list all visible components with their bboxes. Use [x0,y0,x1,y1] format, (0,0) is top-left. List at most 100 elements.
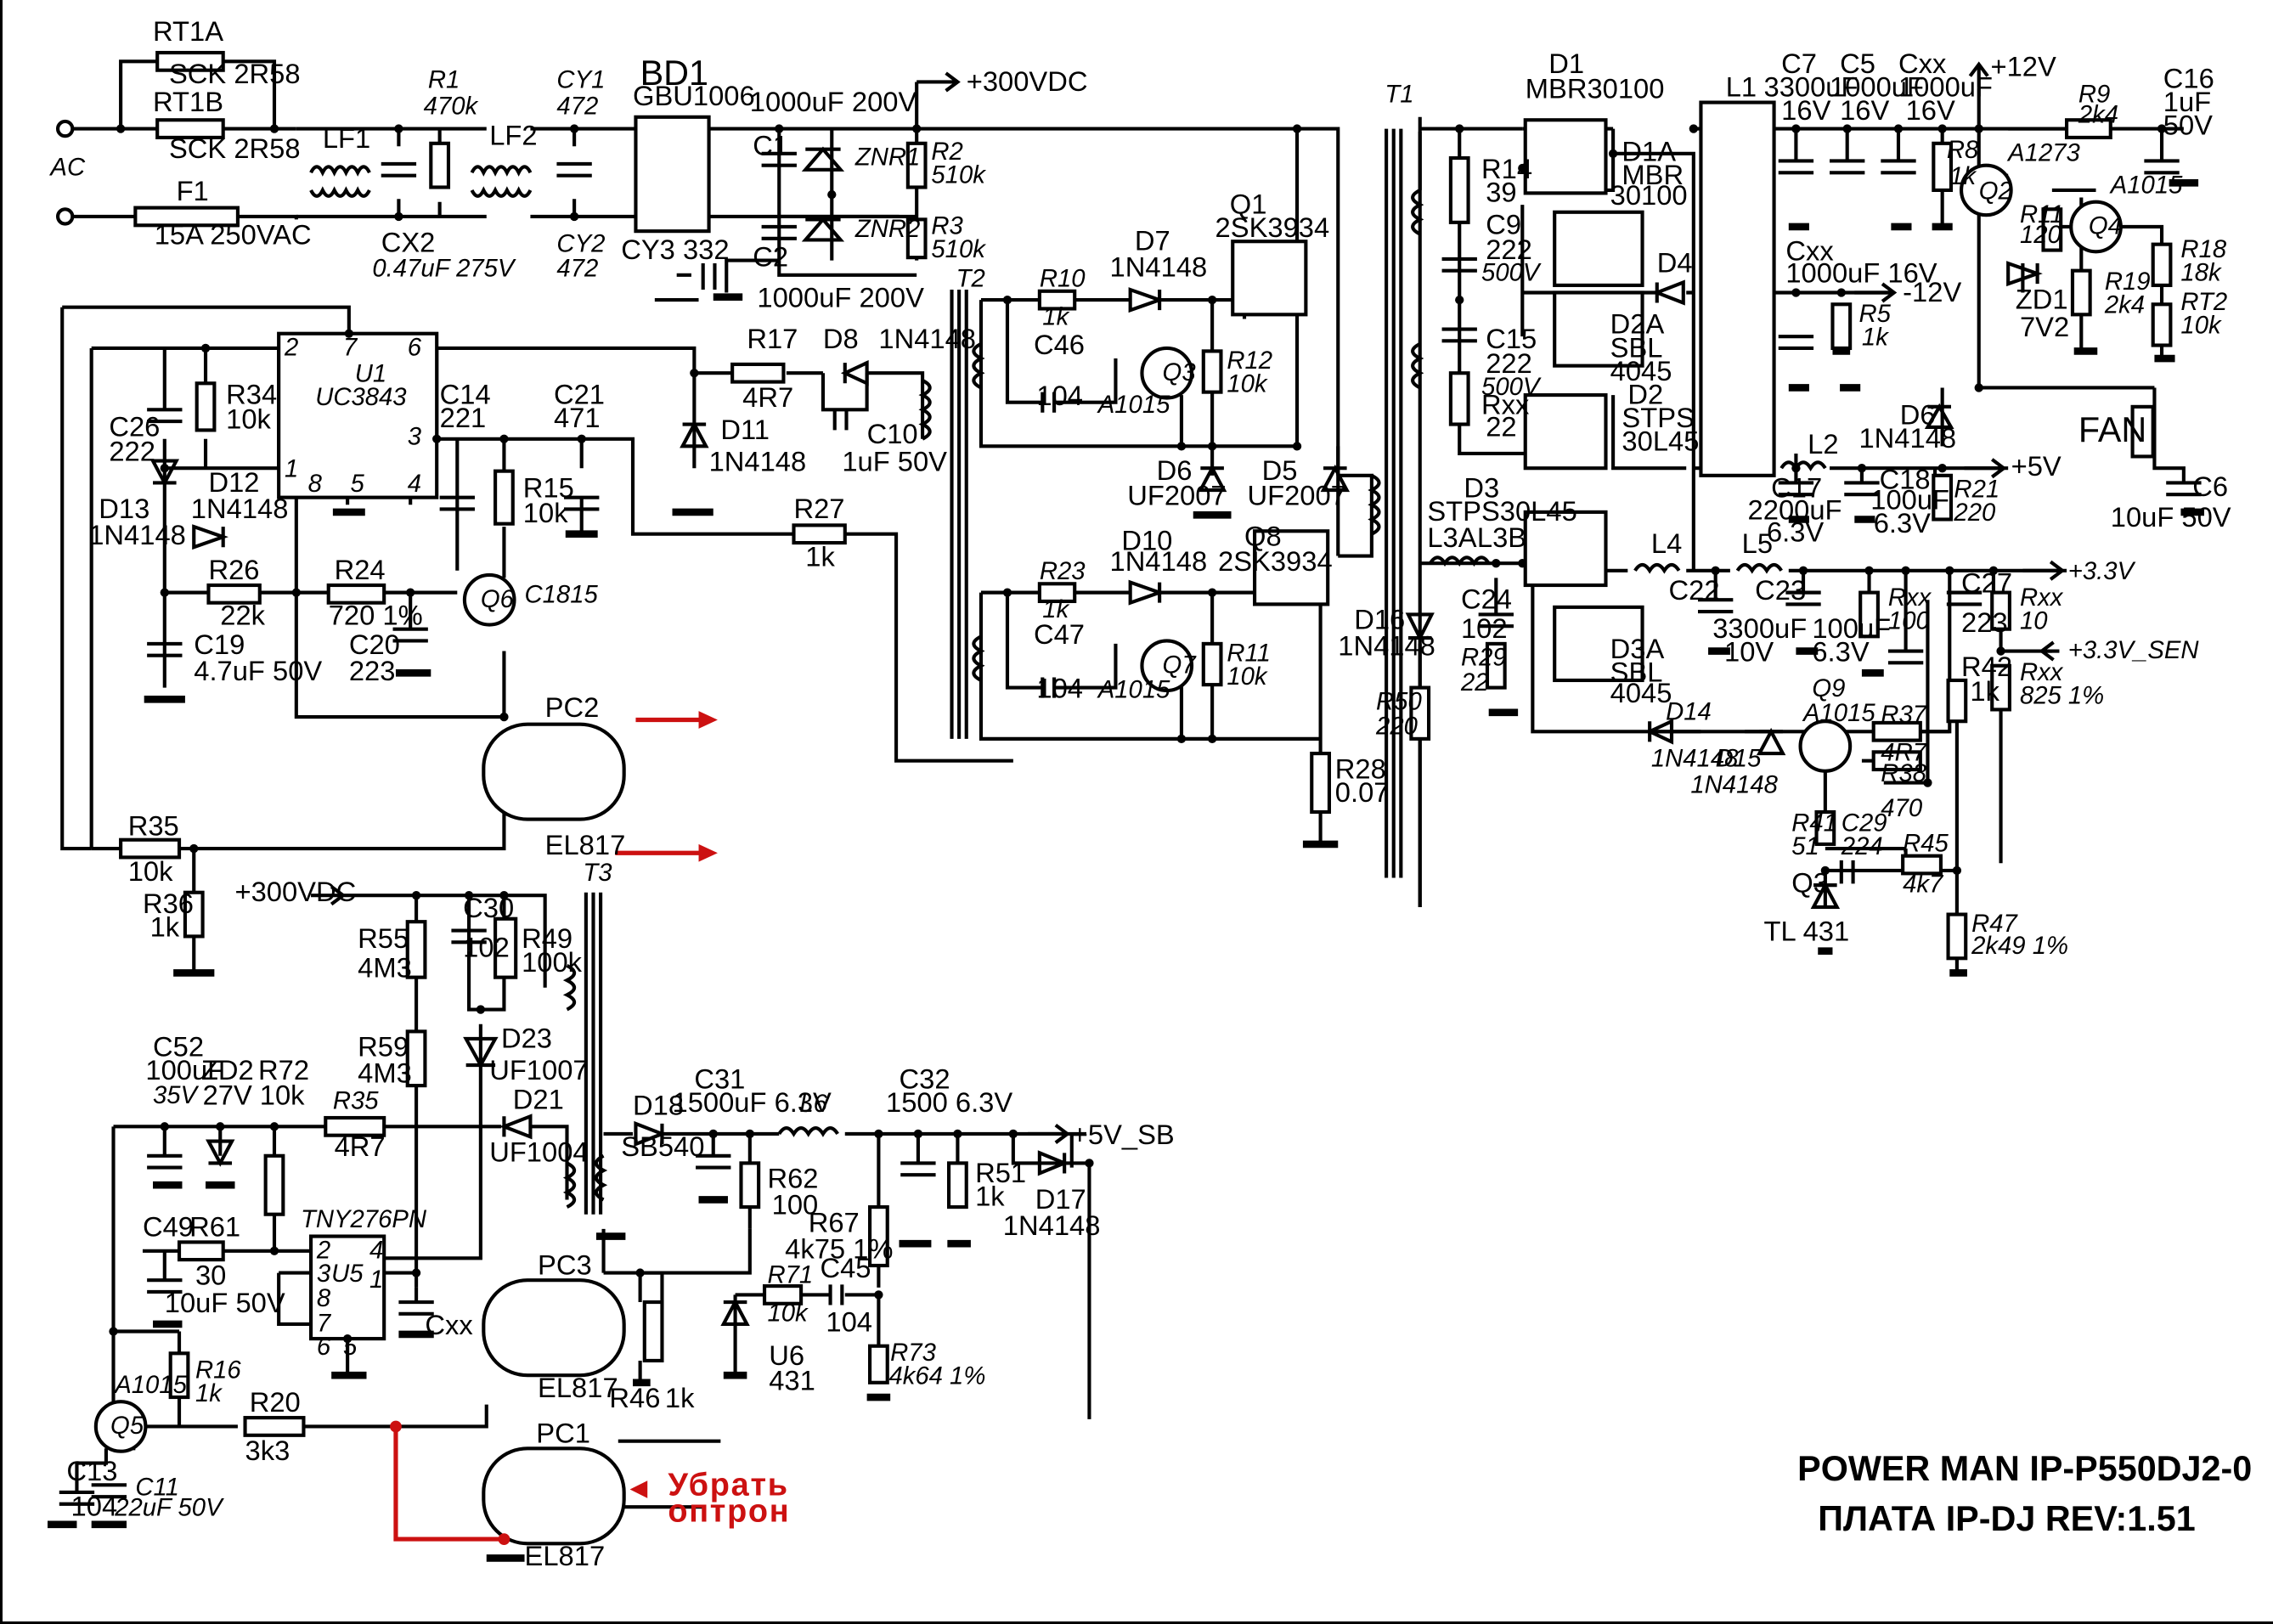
r50-label: R50 [1376,687,1422,715]
c14-value: 221 [440,402,487,433]
c7-label: C7 [1781,48,1817,79]
zd1-value: 7V2 [2020,311,2069,342]
lf2-label: LF2 [489,120,537,151]
c13-value: 104 [71,1491,118,1522]
rxx22-label: Rxx [1481,388,1530,420]
r2-value: 510k [931,161,986,189]
r16-label: R16 [195,1356,241,1384]
rxx10-label: Rxx [2020,584,2064,612]
r5-value: 1k [1862,324,1889,352]
c30-value: 102 [463,932,510,963]
u6-label: U6 [769,1339,804,1371]
c9-label: C9 [1486,209,1521,240]
cxx1-label: Cxx [1898,48,1947,79]
rxx825-label: Rxx [2020,658,2064,686]
r73-value: 4k64 1% [888,1362,985,1390]
r73-label: R73 [890,1339,936,1367]
d7-value: 1N4148 [1110,251,1208,283]
d18-label: D18 [633,1090,684,1121]
znr2-label: ZNR2 [854,215,920,243]
q6-value: C1815 [525,581,599,609]
r45-label: R45 [1903,830,1949,858]
r11b-label: R11 [2020,200,2064,228]
u5-pin8: 8 [317,1284,331,1312]
remove-optocoupler-line1: Убрать [668,1467,788,1503]
r19-value: 2k4 [2104,291,2145,319]
c2-value: 1000uF 200V [757,282,924,313]
r36-value: 1k [150,911,180,942]
rxx825-value: 825 1% [2020,682,2104,710]
rxx22-value: 22 [1486,410,1516,442]
c45-value: 104 [826,1305,872,1337]
rt1a-label: RT1A [153,15,223,47]
d8-label: D8 [823,323,859,354]
r10-label: R10 [1040,265,1086,293]
cx2-label: CX2 [381,226,436,257]
l3a-label: L3A [1427,522,1476,553]
cy1-value: 472 [556,92,598,120]
cxx1-rating: 16V [1906,94,1955,126]
r10-value: 1k [1042,302,1069,330]
u5-pin6: 6 [317,1333,331,1361]
rt1a-value: SCK 2R58 [169,58,301,89]
resistor-bodies [119,118,2173,1437]
r34-value: 10k [226,403,271,435]
c29-value: 224 [1841,832,1883,860]
d13-label: D13 [99,493,149,524]
r18-label: R18 [2180,235,2226,263]
r29-label: R29 [1461,644,1507,672]
c14-label: C14 [440,378,491,409]
cxx2-label: Cxx [1785,235,1834,267]
d6-1n-value: 1N4148 [1858,422,1956,454]
r41-label: R41 [1791,809,1837,837]
c16-rating: 50V [2163,109,2213,140]
r50-value: 220 [1375,713,1419,741]
r3-value: 510k [931,235,986,263]
r21-value: 220 [1953,499,1996,527]
r46-label: R46 [609,1382,660,1413]
r49-label: R49 [522,922,572,954]
q7-value: A1015 [1097,676,1170,704]
pc3-value: EL817 [538,1372,618,1403]
l6-label: L6 [799,1090,827,1118]
r14-value: 39 [1486,177,1516,208]
r28-label: R28 [1335,753,1386,784]
d2-label: D2 [1627,378,1663,409]
r3-label: R3 [931,212,963,240]
u1-pin6: 6 [408,334,422,362]
r37-value: 4R7 [1881,739,1927,767]
u1-pin8: 8 [308,470,323,498]
u1-value: UC3843 [315,383,407,411]
r46-value: 1k [665,1382,695,1413]
ac-input-terminals [55,119,75,226]
c16-value: 1uF [2163,86,2211,117]
d8-value: 1N4148 [878,323,976,354]
d13-value: 1N4148 [88,519,186,550]
q4-label: Q4 [2089,212,2122,240]
c17-label: C17 [1771,472,1822,504]
d5-label: D5 [1262,454,1298,486]
r21-label: R21 [1954,476,1999,504]
c15-value: 222 [1486,347,1532,379]
p33-net: +3.3V [2068,557,2136,585]
c27-label: C27 [1961,567,2012,599]
q2-value: A1273 [2006,138,2080,166]
cy2-value: 472 [556,255,598,283]
d2-value1: STPS [1622,402,1694,433]
c13-label: C13 [66,1455,117,1486]
r72-label: R72 [258,1054,309,1085]
r12-value: 10k [1227,370,1268,398]
r41-value: 51 [1791,832,1819,860]
rxx100-label: Rxx [1888,584,1932,612]
pc2-label: PC2 [545,691,600,723]
bd1-value: GBU1006 [633,80,755,111]
c10-value: 1uF 50V [842,446,947,477]
r1-label: R1 [428,65,460,93]
c52-value: 100uF [145,1054,224,1085]
d23-label: D23 [501,1022,552,1053]
r16-value: 1k [195,1379,223,1407]
d10-value: 1N4148 [1110,545,1208,577]
p12-net: +12V [1991,51,2057,82]
u1-pin2: 2 [284,334,298,362]
remove-optocoupler-line2: оптрон [668,1493,790,1529]
